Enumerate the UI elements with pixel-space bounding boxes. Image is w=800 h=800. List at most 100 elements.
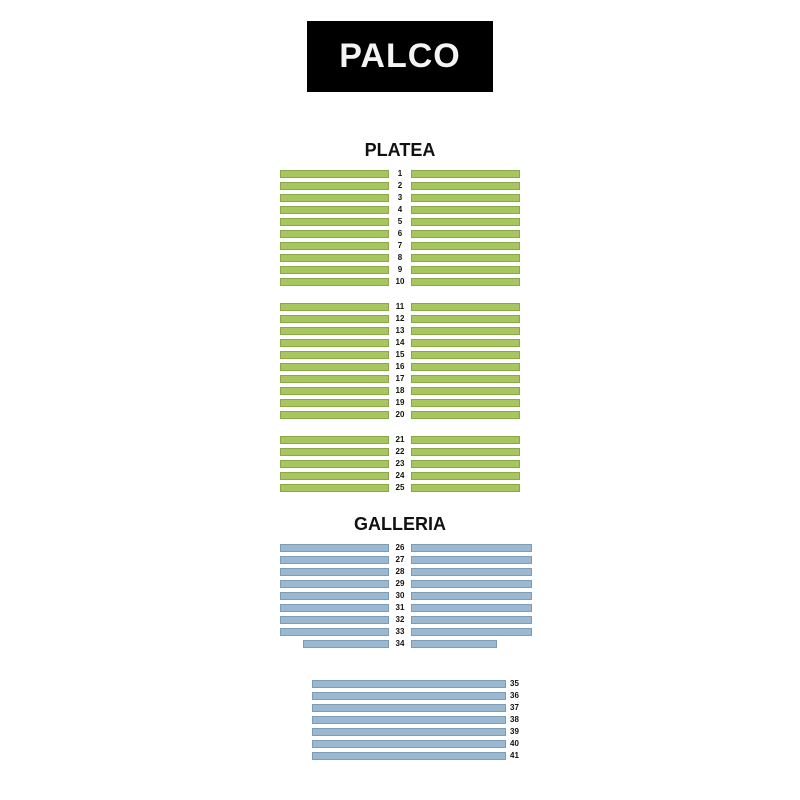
seat-row[interactable]: 17 [0,373,800,385]
seat-block-right[interactable] [411,448,520,456]
seat-row[interactable]: 37 [0,702,800,714]
seat-block[interactable] [312,704,506,712]
seat-block-left[interactable] [280,387,389,395]
seat-block-right[interactable] [411,278,520,286]
seat-block-left[interactable] [280,218,389,226]
seat-block-right[interactable] [411,592,532,600]
seat-block-left[interactable] [303,640,389,648]
seat-row[interactable]: 36 [0,690,800,702]
seat-row[interactable]: 1 [0,168,800,180]
seat-row[interactable]: 14 [0,337,800,349]
seat-block-right[interactable] [411,170,520,178]
seat-block-left[interactable] [280,472,389,480]
seat-block-left[interactable] [280,604,389,612]
seat-block-left[interactable] [280,448,389,456]
seat-block-right[interactable] [411,556,532,564]
seat-block-right[interactable] [411,315,520,323]
seat-block[interactable] [312,680,506,688]
seat-block-left[interactable] [280,568,389,576]
seat-row[interactable]: 10 [0,276,800,288]
seat-block-left[interactable] [280,206,389,214]
seat-block-right[interactable] [411,351,520,359]
seat-block-left[interactable] [280,628,389,636]
seat-block-right[interactable] [411,411,520,419]
seat-row[interactable]: 41 [0,750,800,762]
seat-block-right[interactable] [411,436,520,444]
seat-block-right[interactable] [411,206,520,214]
seat-row[interactable]: 39 [0,726,800,738]
seat-block-left[interactable] [280,170,389,178]
seat-block[interactable] [312,740,506,748]
seat-block-left[interactable] [280,375,389,383]
seat-block-left[interactable] [280,278,389,286]
seat-row[interactable]: 30 [0,590,800,602]
seat-block-left[interactable] [280,254,389,262]
seat-block-right[interactable] [411,375,520,383]
seat-block-left[interactable] [280,580,389,588]
seat-block-right[interactable] [411,628,532,636]
seat-block-left[interactable] [280,351,389,359]
seat-row[interactable]: 12 [0,313,800,325]
seat-row[interactable]: 5 [0,216,800,228]
seat-block-right[interactable] [411,254,520,262]
seat-block-right[interactable] [411,194,520,202]
seat-block[interactable] [312,716,506,724]
seat-row[interactable]: 24 [0,470,800,482]
seat-block-right[interactable] [411,472,520,480]
seat-block-left[interactable] [280,327,389,335]
seat-row[interactable]: 16 [0,361,800,373]
seat-block-left[interactable] [280,230,389,238]
seat-block-left[interactable] [280,303,389,311]
seat-row[interactable]: 32 [0,614,800,626]
seat-row[interactable]: 9 [0,264,800,276]
seat-row[interactable]: 15 [0,349,800,361]
seat-block-right[interactable] [411,303,520,311]
seat-row[interactable]: 22 [0,446,800,458]
seat-block-left[interactable] [280,592,389,600]
seat-block-right[interactable] [411,544,532,552]
seat-row[interactable]: 19 [0,397,800,409]
seat-block[interactable] [312,752,506,760]
seat-row[interactable]: 26 [0,542,800,554]
seat-block-right[interactable] [411,568,532,576]
seat-block-right[interactable] [411,363,520,371]
seat-block-left[interactable] [280,556,389,564]
seat-block-right[interactable] [411,242,520,250]
seat-block-right[interactable] [411,387,520,395]
seat-row[interactable]: 40 [0,738,800,750]
seat-block-left[interactable] [280,544,389,552]
seat-block-right[interactable] [411,484,520,492]
seat-block-right[interactable] [411,182,520,190]
seat-block-right[interactable] [411,327,520,335]
seat-row[interactable]: 4 [0,204,800,216]
seat-block-left[interactable] [280,460,389,468]
seat-block-left[interactable] [280,436,389,444]
seat-block-left[interactable] [280,363,389,371]
seat-row[interactable]: 28 [0,566,800,578]
seat-row[interactable]: 7 [0,240,800,252]
seat-block-right[interactable] [411,218,520,226]
seat-block-left[interactable] [280,194,389,202]
seat-block-right[interactable] [411,604,532,612]
seat-block-right[interactable] [411,399,520,407]
seat-block[interactable] [312,728,506,736]
seat-block-right[interactable] [411,580,532,588]
seat-block-left[interactable] [280,399,389,407]
seat-row[interactable]: 25 [0,482,800,494]
seat-row[interactable]: 11 [0,301,800,313]
seat-row[interactable]: 18 [0,385,800,397]
seat-row[interactable]: 23 [0,458,800,470]
seat-row[interactable]: 13 [0,325,800,337]
seat-row[interactable]: 8 [0,252,800,264]
seat-block-left[interactable] [280,266,389,274]
seat-block-left[interactable] [280,182,389,190]
seat-block[interactable] [312,692,506,700]
seat-block-right[interactable] [411,640,497,648]
seat-block-left[interactable] [280,411,389,419]
seat-row[interactable]: 3 [0,192,800,204]
seat-block-left[interactable] [280,242,389,250]
seat-row[interactable]: 38 [0,714,800,726]
seat-block-left[interactable] [280,339,389,347]
seat-row[interactable]: 6 [0,228,800,240]
seat-row[interactable]: 2 [0,180,800,192]
